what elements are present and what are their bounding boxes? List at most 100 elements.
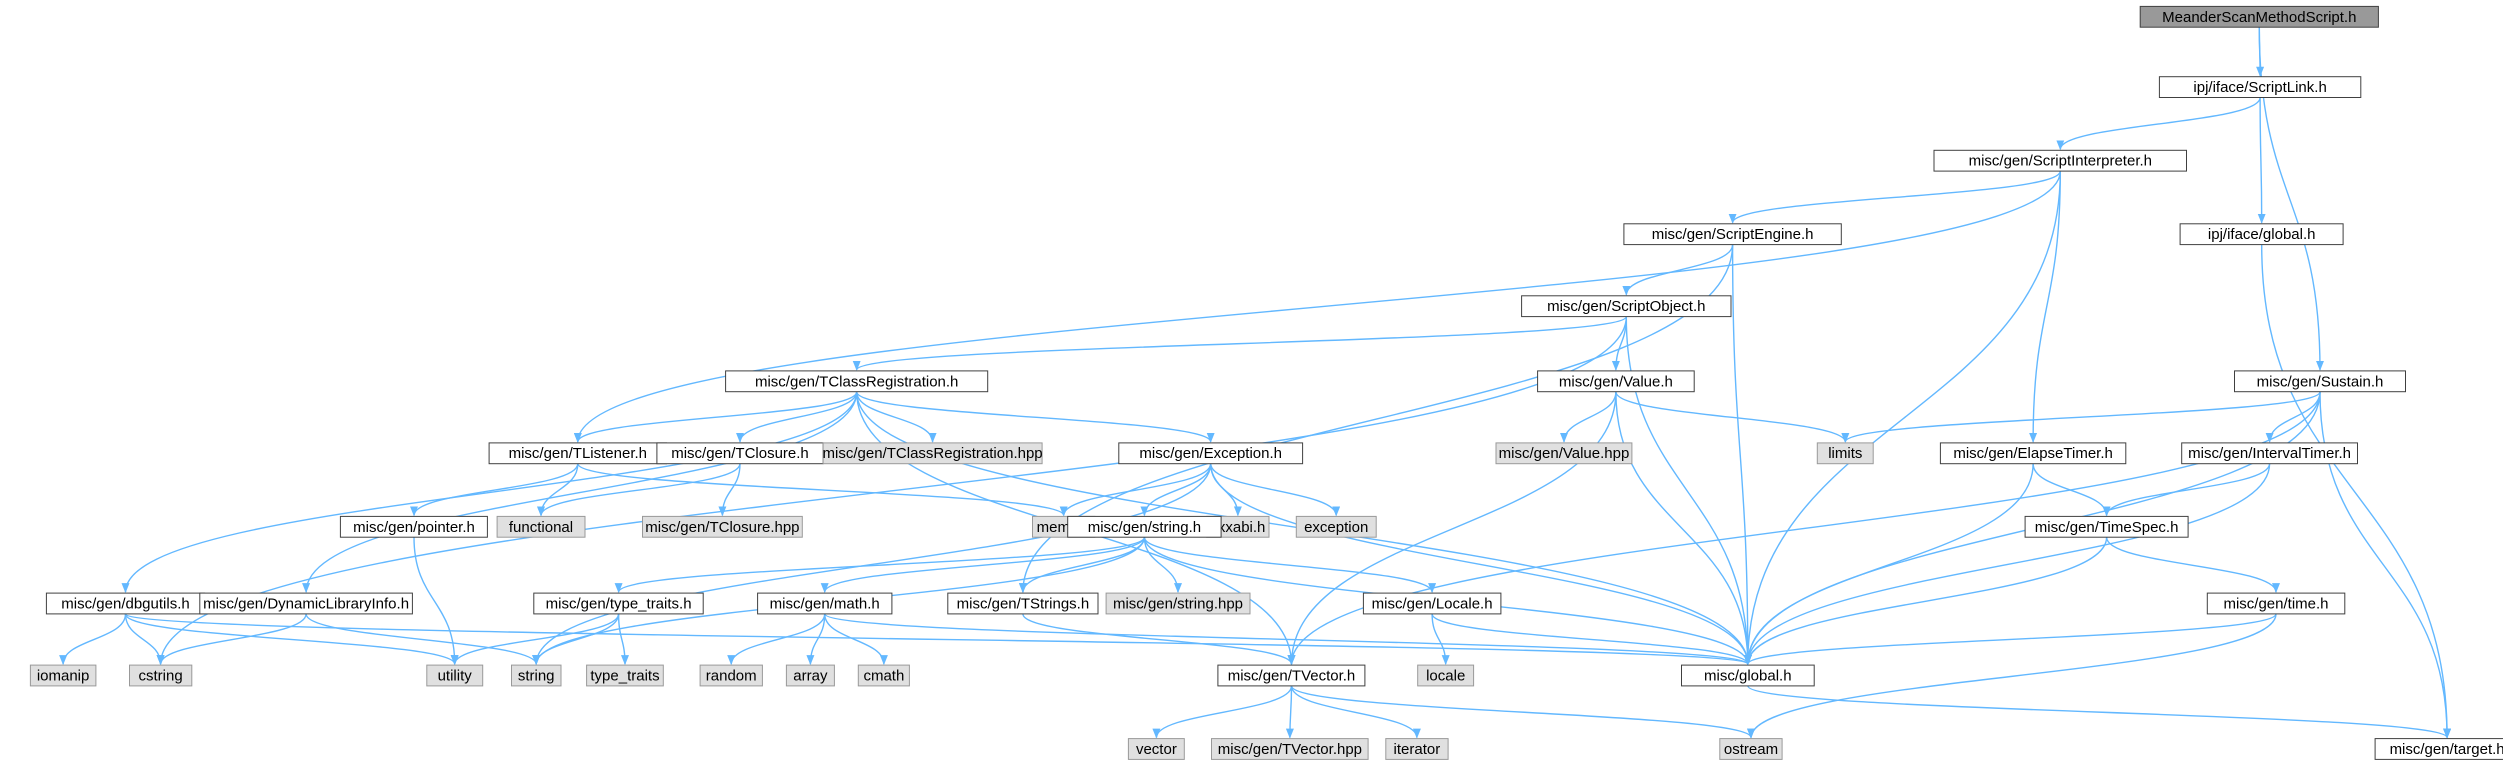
edge-tclassreg-to-dbgutils	[121, 391, 858, 594]
node-label-dbgutils: misc/gen/dbgutils.h	[61, 596, 189, 613]
node-sustain[interactable]: misc/gen/Sustain.h	[2234, 370, 2406, 393]
edge-pointer-to-utility	[413, 537, 459, 666]
edge-intervaltimer-to-timespec	[2102, 463, 2271, 517]
node-typetraitsh[interactable]: misc/gen/type_traits.h	[533, 592, 704, 615]
node-elapsetimer[interactable]: misc/gen/ElapseTimer.h	[1939, 442, 2127, 465]
node-locale[interactable]: misc/gen/Locale.h	[1362, 592, 1502, 615]
node-exception[interactable]: misc/gen/Exception.h	[1118, 442, 1304, 465]
node-tlistener[interactable]: misc/gen/TListener.h	[488, 442, 667, 465]
node-tstrings[interactable]: misc/gen/TStrings.h	[947, 592, 1099, 615]
node-label-stringhpp: misc/gen/string.hpp	[1113, 596, 1243, 613]
node-typetraits: type_traits	[586, 664, 664, 687]
node-label-vector: vector	[1136, 741, 1177, 758]
edge-sustain-to-limits	[1841, 391, 2321, 443]
edge-dbgutils-to-miscglobal	[124, 613, 1752, 666]
node-scriptlink[interactable]: ipj/iface/ScriptLink.h	[2158, 76, 2362, 98]
node-label-typetraits: type_traits	[590, 668, 659, 685]
node-box-miscglobal	[1681, 664, 1815, 687]
node-label-iomanip: iomanip	[37, 668, 90, 685]
node-label-mathh: misc/gen/math.h	[770, 596, 880, 613]
edge-dbgutils-to-iomanip	[59, 613, 127, 666]
node-box-ostream	[1719, 738, 1783, 760]
edge-locale-to-miscglobal	[1431, 613, 1752, 666]
edge-value-to-valuehpp	[1560, 391, 1617, 443]
edge-scriptobject-to-miscglobal	[1625, 316, 1752, 666]
edge-dbgutils-to-utility	[124, 613, 459, 666]
node-box-timeh	[2206, 592, 2346, 615]
node-label-miscglobal: misc/global.h	[1704, 668, 1792, 685]
node-iomanip: iomanip	[29, 664, 97, 687]
edge-scriptlink-to-scriptinterp	[2056, 97, 2261, 151]
node-box-target	[2374, 738, 2503, 760]
node-box-elapsetimer	[1939, 442, 2127, 465]
node-functional: functional	[496, 515, 586, 538]
node-label-localestd: locale	[1426, 668, 1465, 685]
node-box-scriptengine	[1623, 223, 1842, 246]
node-box-localestd	[1417, 664, 1475, 687]
edge-mathh-to-random	[727, 613, 826, 666]
edge-scriptinterp-to-miscglobal	[1743, 171, 2061, 666]
node-label-tvectorhpp: misc/gen/TVector.hpp	[1218, 741, 1362, 758]
node-box-iterator	[1385, 738, 1449, 760]
node-array: array	[785, 664, 835, 687]
node-value[interactable]: misc/gen/Value.h	[1537, 370, 1695, 393]
node-dbgutils[interactable]: misc/gen/dbgutils.h	[45, 592, 206, 615]
node-mathh[interactable]: misc/gen/math.h	[757, 592, 893, 615]
edge-intervaltimer-to-miscglobal	[1743, 463, 2271, 666]
edge-tclassreg-to-tclassreghpp	[856, 391, 937, 443]
node-tclosure[interactable]: misc/gen/TClosure.h	[656, 442, 824, 465]
node-box-string	[511, 664, 562, 687]
node-string: string	[511, 664, 562, 687]
node-box-tclassreg	[725, 370, 989, 393]
node-box-tclassreghpp	[822, 442, 1043, 465]
node-label-array: array	[793, 668, 828, 685]
node-box-typetraits	[586, 664, 664, 687]
edge-scriptobject-to-tclassreg	[852, 315, 1627, 371]
node-label-string: string	[518, 668, 555, 685]
node-label-scriptobject: misc/gen/ScriptObject.h	[1547, 298, 1705, 315]
node-box-scriptobject	[1521, 295, 1732, 318]
node-localestd: locale	[1417, 664, 1475, 687]
edge-dbgutils-to-cstring	[124, 613, 165, 666]
edge-exception-to-stringh	[1140, 463, 1212, 517]
node-pointer[interactable]: misc/gen/pointer.h	[339, 515, 488, 538]
node-label-target: misc/gen/target.h	[2390, 741, 2503, 758]
node-box-scriptinterp	[1933, 149, 2187, 172]
node-box-scriptlink	[2158, 76, 2362, 98]
node-timeh[interactable]: misc/gen/time.h	[2206, 592, 2346, 615]
edge-scriptlink-to-ipjglobal	[2257, 97, 2266, 224]
node-label-cxxabi: cxxabi.h	[1210, 519, 1265, 536]
node-ipjglobal[interactable]: ipj/iface/global.h	[2179, 223, 2344, 246]
node-label-scriptlink: ipj/iface/ScriptLink.h	[2193, 79, 2326, 96]
node-label-stringh: misc/gen/string.h	[1088, 519, 1201, 536]
node-cmath: cmath	[857, 664, 910, 687]
node-tvector[interactable]: misc/gen/TVector.h	[1217, 664, 1366, 687]
node-target[interactable]: misc/gen/target.h	[2374, 738, 2503, 760]
node-dynlib[interactable]: misc/gen/DynamicLibraryInfo.h	[199, 592, 413, 615]
node-scriptengine[interactable]: misc/gen/ScriptEngine.h	[1623, 223, 1842, 246]
edge-tclassreg-to-tlistener	[573, 391, 858, 443]
edge-tclassreg-to-tclosure	[736, 391, 858, 443]
edge-mathh-to-miscglobal	[824, 613, 1752, 666]
node-label-ipjglobal: ipj/iface/global.h	[2208, 226, 2316, 243]
edge-scriptinterp-to-tlistener	[573, 171, 2061, 443]
node-ostream: ostream	[1719, 738, 1783, 760]
node-intervaltimer[interactable]: misc/gen/IntervalTimer.h	[2181, 442, 2358, 465]
node-box-root	[2139, 5, 2379, 28]
node-box-random	[699, 664, 763, 687]
edge-exception-to-miscglobal	[1210, 463, 1752, 666]
edge-exception-to-exceptionstd	[1210, 463, 1341, 517]
node-stringh[interactable]: misc/gen/string.h	[1067, 515, 1222, 538]
edge-value-to-miscglobal	[1615, 391, 1752, 666]
node-label-typetraitsh: misc/gen/type_traits.h	[546, 596, 692, 613]
node-timespec[interactable]: misc/gen/TimeSpec.h	[2024, 515, 2189, 538]
node-utility: utility	[426, 664, 484, 687]
node-tclassreg[interactable]: misc/gen/TClassRegistration.h	[725, 370, 989, 393]
node-scriptobject[interactable]: misc/gen/ScriptObject.h	[1521, 295, 1732, 318]
edge-elapsetimer-to-miscglobal	[1743, 463, 2034, 666]
node-box-limits	[1816, 442, 1874, 465]
node-miscglobal[interactable]: misc/global.h	[1681, 664, 1815, 687]
node-label-cstring: cstring	[139, 668, 183, 685]
node-scriptinterp[interactable]: misc/gen/ScriptInterpreter.h	[1933, 149, 2187, 172]
edge-exception-to-string	[532, 463, 1212, 666]
